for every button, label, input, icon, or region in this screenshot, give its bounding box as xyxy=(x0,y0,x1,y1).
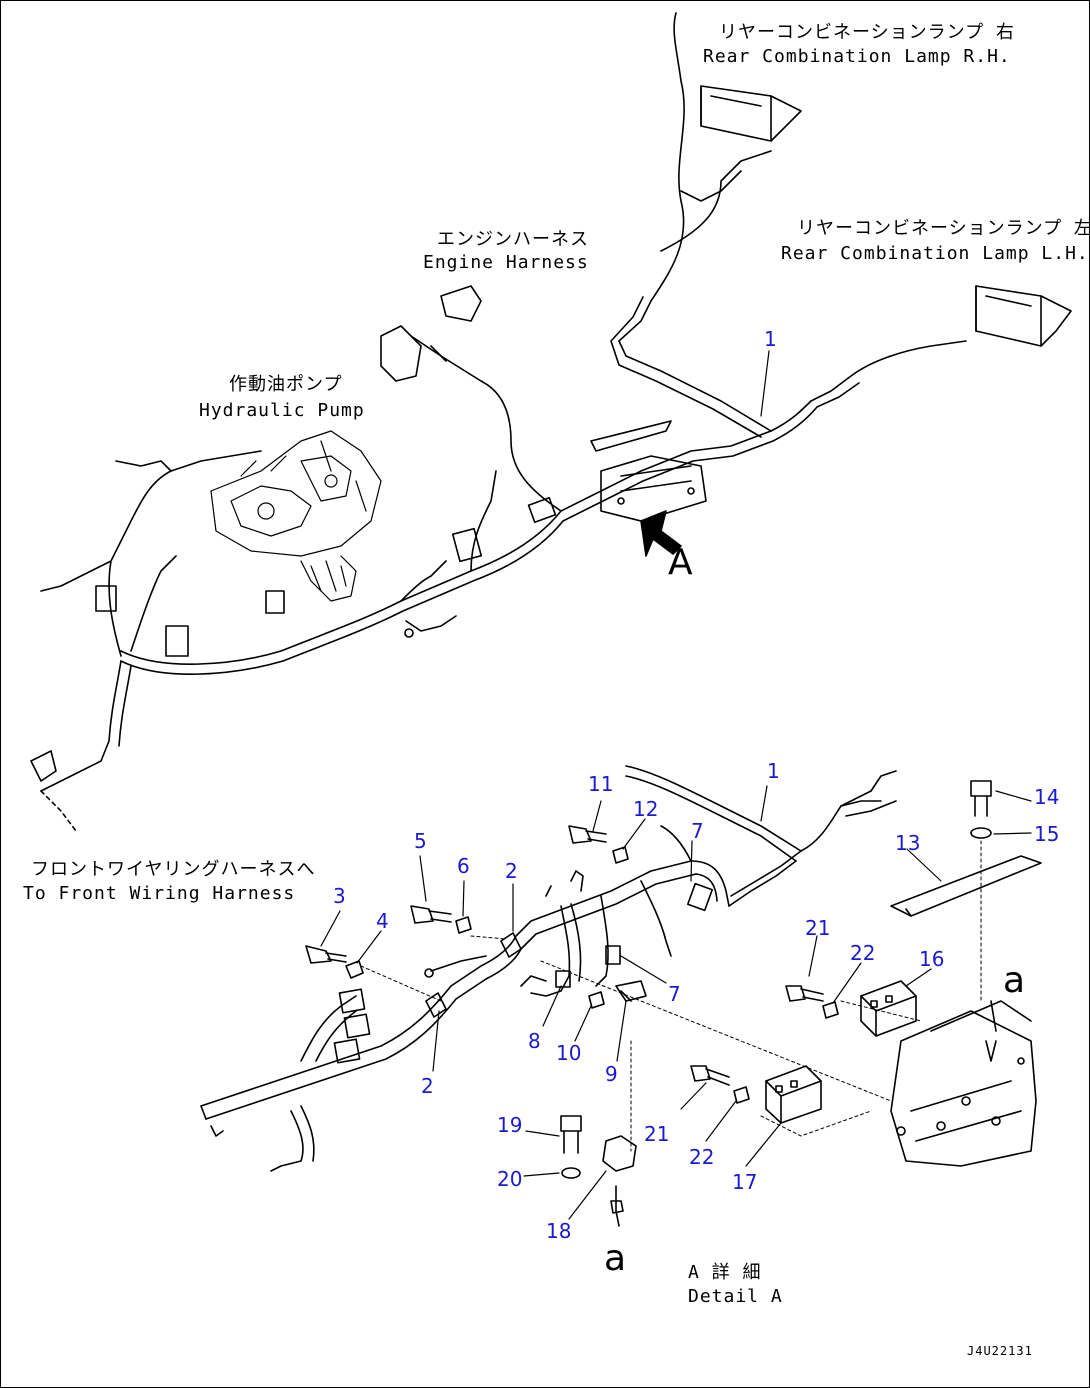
callout-9: 9 xyxy=(605,1062,618,1086)
mounting-bracket xyxy=(890,1000,1037,1167)
assembly-leaders xyxy=(360,840,982,1152)
harness-connectors-top xyxy=(30,496,557,782)
callout-20: 20 xyxy=(497,1167,523,1191)
rear-lamp-rh-shape xyxy=(700,85,802,142)
callout-10: 10 xyxy=(556,1041,582,1065)
callout-18: 18 xyxy=(546,1219,572,1243)
callout-21-left: 21 xyxy=(644,1122,670,1146)
view-a-label: A xyxy=(668,542,693,583)
detail-a-jp-label: A 詳 細 xyxy=(688,1262,762,1283)
hydraulic-pump-en-label: Hydraulic Pump xyxy=(199,400,365,421)
ref-a-bottom-label: a xyxy=(604,1238,627,1279)
callout-21-right: 21 xyxy=(805,916,831,940)
front-harness-en-label: To Front Wiring Harness xyxy=(23,883,296,904)
main-harness-top xyxy=(40,12,967,832)
drawing-code: J4U22131 xyxy=(967,1344,1033,1358)
hydraulic-pump-shape xyxy=(210,430,382,602)
engine-harness-connector xyxy=(380,285,482,382)
callout-19: 19 xyxy=(497,1113,523,1137)
front-harness-jp-label: フロントワイヤリングハーネスへ xyxy=(31,859,316,880)
engine-harness-en-label: Engine Harness xyxy=(423,252,589,273)
main-harness-detail xyxy=(200,765,897,1172)
callout-14: 14 xyxy=(1034,785,1060,809)
callout-2-upper: 2 xyxy=(505,859,518,883)
view-arrow-a xyxy=(640,510,682,557)
callout-leaders xyxy=(320,350,1032,1220)
callout-12: 12 xyxy=(633,797,659,821)
ref-a-top-label: a xyxy=(1003,960,1026,1001)
callout-13: 13 xyxy=(895,831,921,855)
callout-6: 6 xyxy=(457,854,470,878)
callout-4: 4 xyxy=(376,909,389,933)
callout-11: 11 xyxy=(588,772,614,796)
rear-lamp-rh-jp-label: リヤーコンビネーションランプ 右 xyxy=(719,22,1015,43)
callout-7-upper: 7 xyxy=(691,819,704,843)
engine-harness-jp-label: エンジンハーネス xyxy=(437,229,589,250)
rear-lamp-lh-shape xyxy=(975,285,1072,347)
callout-15: 15 xyxy=(1034,822,1060,846)
callout-5: 5 xyxy=(414,829,427,853)
bracket-top xyxy=(590,420,707,522)
callout-22-left: 22 xyxy=(689,1145,715,1169)
callout-1-top: 1 xyxy=(764,327,777,351)
rear-lamp-lh-jp-label: リヤーコンビネーションランプ 左 xyxy=(797,218,1090,239)
callout-2-lower: 2 xyxy=(421,1074,434,1098)
callout-3: 3 xyxy=(333,884,346,908)
callout-7-lower: 7 xyxy=(668,982,681,1006)
hydraulic-pump-jp-label: 作動油ポンプ xyxy=(229,374,343,395)
rear-lamp-rh-en-label: Rear Combination Lamp R.H. xyxy=(703,46,1011,67)
cover-plate xyxy=(890,855,1042,917)
callout-8: 8 xyxy=(528,1029,541,1053)
relay-modules xyxy=(765,980,917,1124)
callout-1-detail: 1 xyxy=(767,759,780,783)
callout-22-right: 22 xyxy=(850,941,876,965)
callout-16: 16 xyxy=(919,947,945,971)
detail-a-en-label: Detail A xyxy=(688,1286,783,1307)
callout-17: 17 xyxy=(732,1170,758,1194)
fastener-parts xyxy=(305,780,992,1227)
rear-lamp-lh-en-label: Rear Combination Lamp L.H. xyxy=(781,243,1089,264)
